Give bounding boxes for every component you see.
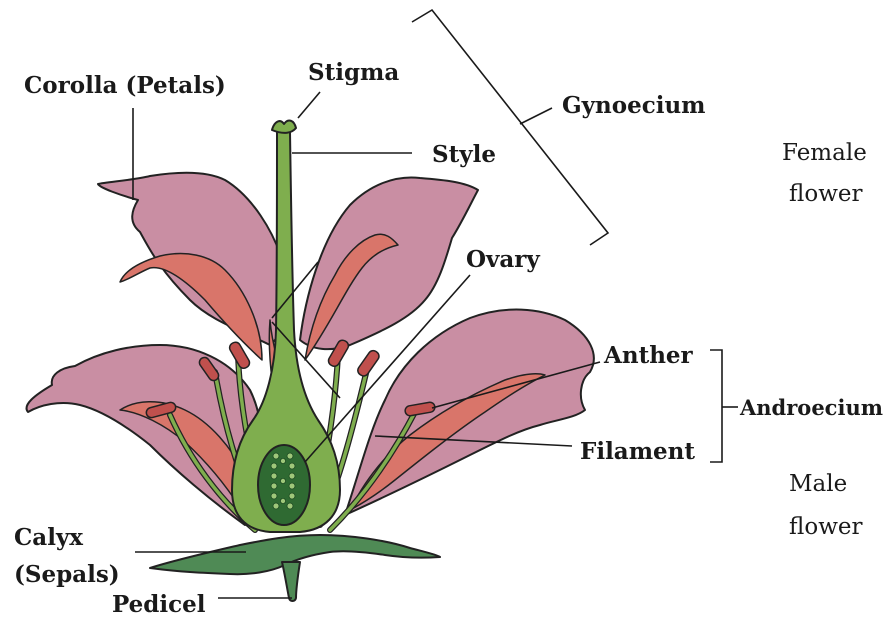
ovule [280,478,285,483]
ovule [273,503,279,509]
ovule [280,498,285,503]
bracket-androecium [710,350,722,462]
stigma-tip [272,121,296,133]
label-calyx-line1: Calyx [14,524,83,551]
label-male-line1: Male [789,471,847,497]
label-corolla: Corolla (Petals) [24,72,226,99]
ovule [271,463,277,469]
ovule [289,463,295,469]
anther-5 [356,349,381,378]
ovule [287,503,293,509]
label-gynoecium: Gynoecium [562,92,706,119]
leader-gynoecium [520,108,552,124]
label-anther: Anther [603,342,694,369]
label-male-line2: flower [789,514,862,540]
label-female-line2: flower [789,181,862,207]
label-calyx-line2: (Sepals) [14,561,120,588]
label-style: Style [432,141,496,168]
label-stigma: Stigma [308,59,399,86]
label-filament: Filament [580,438,695,465]
ovule [289,483,295,489]
label-female-line1: Female [782,140,867,166]
label-ovary: Ovary [466,246,540,273]
ovule [287,453,293,459]
ovule [271,493,277,499]
ovule [271,483,277,489]
ovule [271,473,277,479]
label-pedicel: Pedicel [112,591,206,618]
leader-stigma [298,92,320,118]
pedicel-stalk [282,562,300,601]
label-androecium: Androecium [739,395,883,420]
ovule [289,473,295,479]
ovule [289,493,295,499]
ovule [280,458,285,463]
ovary-chamber [258,445,310,525]
ovule [273,453,279,459]
